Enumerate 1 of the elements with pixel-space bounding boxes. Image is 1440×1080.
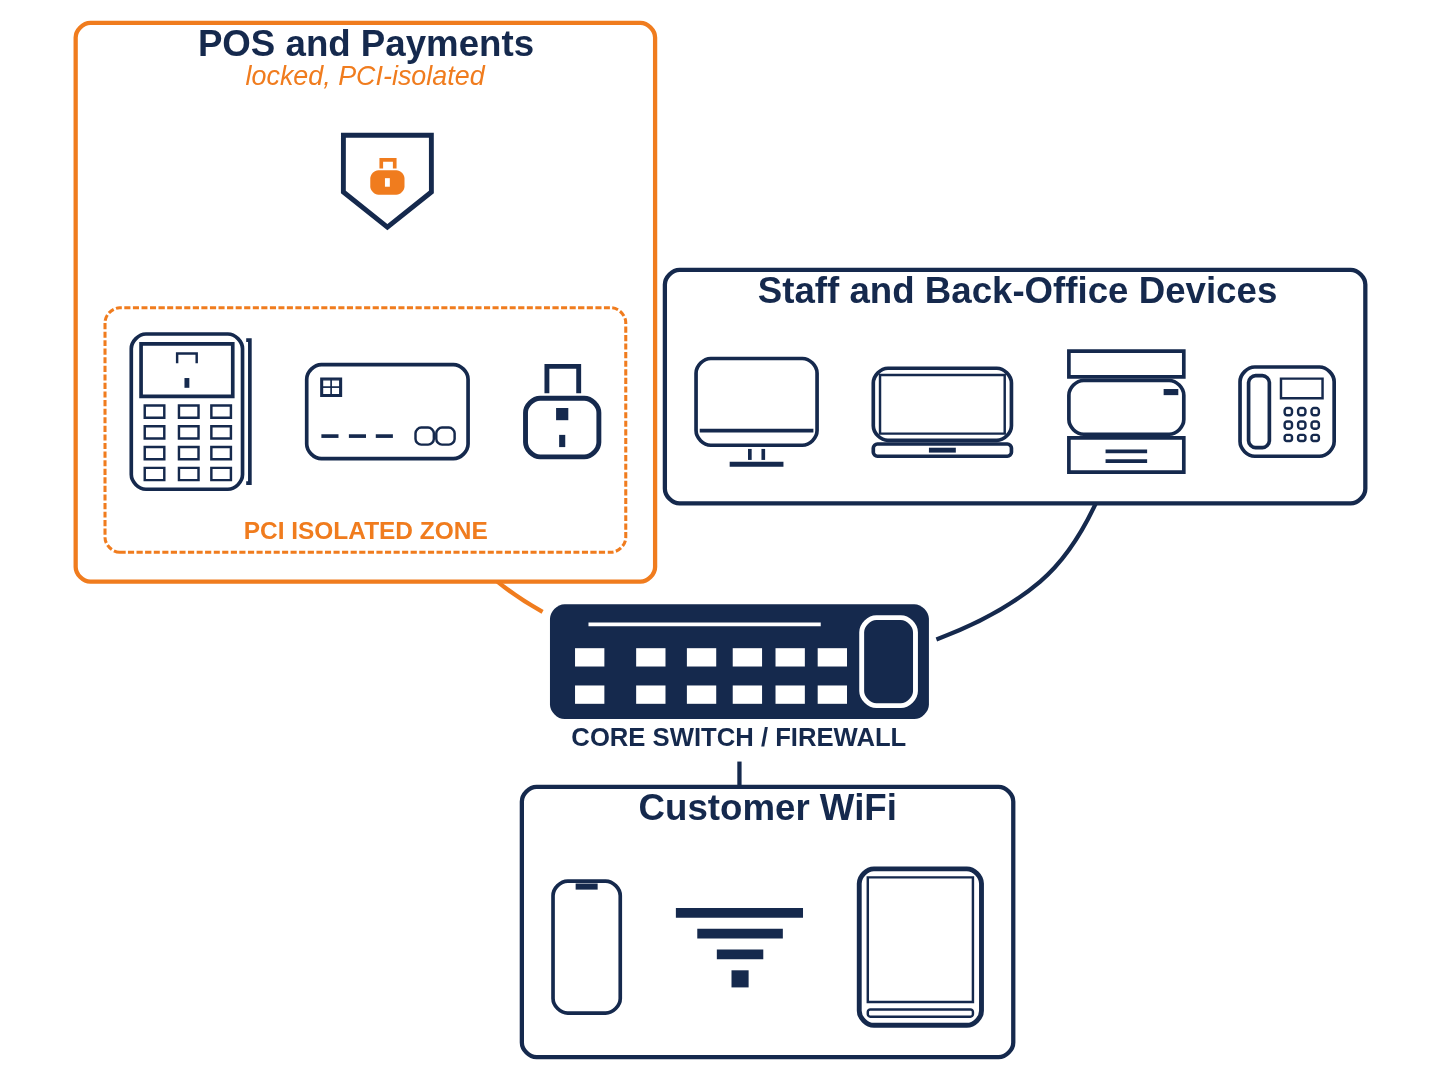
node-label: CORE SWITCH / FIREWALL	[570, 722, 906, 751]
